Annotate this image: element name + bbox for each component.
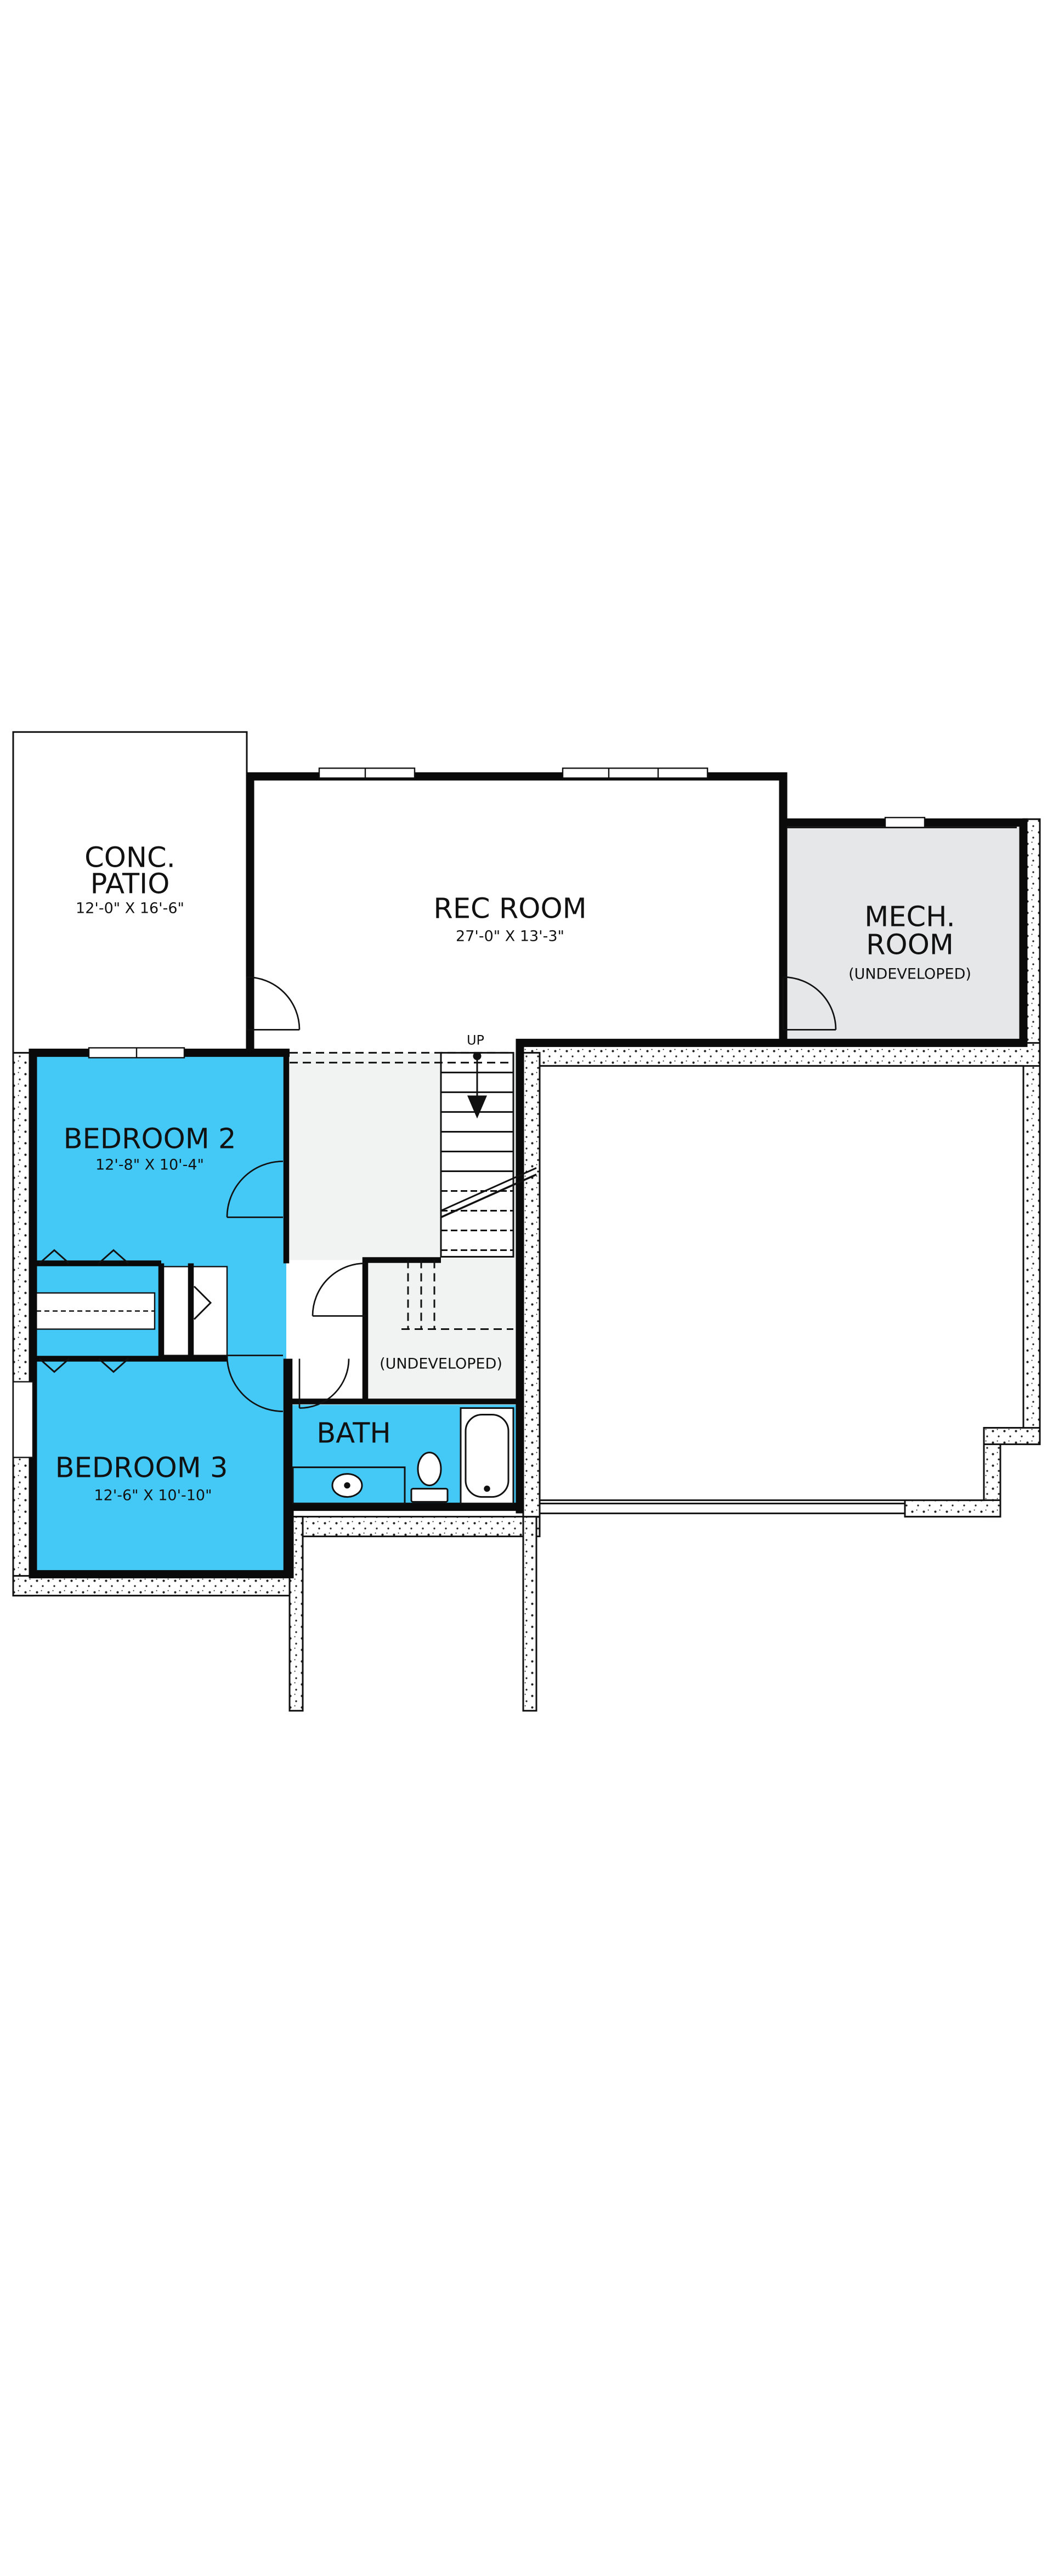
arrow-down-icon xyxy=(467,1095,487,1119)
rec-room-label: REC ROOM xyxy=(433,892,586,925)
bath-fixtures xyxy=(292,1407,514,1505)
door-swing-icon xyxy=(312,1263,366,1317)
stair-start-dot xyxy=(473,1051,482,1060)
mech-room-label-line1: MECH. xyxy=(864,901,955,933)
mech-room-note: (UNDEVELOPED) xyxy=(848,965,971,982)
bedroom-3-dims: 12'-6" X 10'-10" xyxy=(94,1487,212,1504)
wall-bedroom-outer xyxy=(29,1048,520,1579)
bathtub-icon xyxy=(460,1407,514,1505)
door-swing-icon xyxy=(226,1161,284,1218)
bedroom-3-label: BEDROOM 3 xyxy=(55,1452,228,1485)
patio-dims: 12'-0" X 16'-6" xyxy=(76,900,184,917)
foundation-step-horizontal xyxy=(983,1427,1041,1446)
foundation-walls xyxy=(12,818,1041,1712)
window-icon xyxy=(318,767,416,779)
rec-room-dims: 27'-0" X 13'-3" xyxy=(456,928,564,945)
windows xyxy=(12,767,926,1458)
bifold-door-icon xyxy=(39,1249,212,1373)
unexcavated-area xyxy=(539,1065,1024,1502)
patio-label-line2: PATIO xyxy=(90,868,170,900)
mech-room xyxy=(783,826,1020,1040)
foundation-leg-right xyxy=(522,1516,537,1712)
stair-break-line xyxy=(440,1173,537,1219)
labels: CONC. PATIO 12'-0" X 16'-6" REC ROOM 27'… xyxy=(55,841,971,1504)
doors xyxy=(226,976,837,1412)
stairs-up-label: UP xyxy=(467,1032,484,1048)
storage-note: (UNDEVELOPED) xyxy=(380,1356,502,1373)
window-icon xyxy=(562,767,709,779)
sink-drain xyxy=(344,1482,350,1489)
mech-room-label-line2: ROOM xyxy=(866,929,954,961)
toilet-icon xyxy=(410,1452,449,1503)
wall-storage xyxy=(362,1257,441,1402)
bedroom-2-dims: 12'-8" X 10'-4" xyxy=(95,1156,204,1173)
bedroom-2-label: BEDROOM 2 xyxy=(64,1123,236,1155)
foundation-garage-left xyxy=(522,1051,541,1518)
foundation-bottom-right xyxy=(904,1499,1001,1518)
foundation-bottom-middle xyxy=(288,1516,541,1538)
interior-walls xyxy=(33,1053,520,1574)
foundation-bottom-left xyxy=(12,1575,297,1597)
patio-label-line1: CONC. xyxy=(84,841,176,874)
door-swing-icon xyxy=(298,1358,350,1409)
door-swing-icon xyxy=(782,976,837,1031)
window-icon xyxy=(884,817,926,828)
door-swing-icon xyxy=(246,976,301,1031)
rec-room xyxy=(250,776,782,1047)
door-swing-icon xyxy=(226,1355,284,1412)
window-icon xyxy=(12,1381,34,1458)
vanity xyxy=(292,1466,406,1505)
patio xyxy=(12,731,248,1054)
bath-label: BATH xyxy=(316,1418,390,1450)
stairs xyxy=(290,1051,537,1330)
stair-break-line-2 xyxy=(440,1167,537,1212)
linen-closet xyxy=(160,1266,228,1356)
